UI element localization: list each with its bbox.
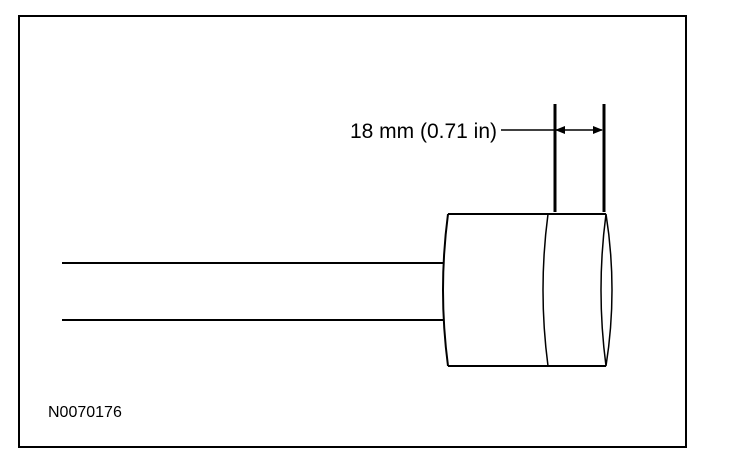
cylinder-head	[442, 213, 613, 367]
cylinder-left-end	[442, 213, 449, 367]
reference-code: N0070176	[48, 404, 122, 421]
cylinder-right-end	[600, 213, 613, 367]
diagram-frame	[18, 15, 687, 448]
shaft	[62, 262, 443, 321]
cylinder-band-line	[542, 213, 549, 367]
dimension-label: 18 mm (0.71 in)	[350, 120, 497, 143]
